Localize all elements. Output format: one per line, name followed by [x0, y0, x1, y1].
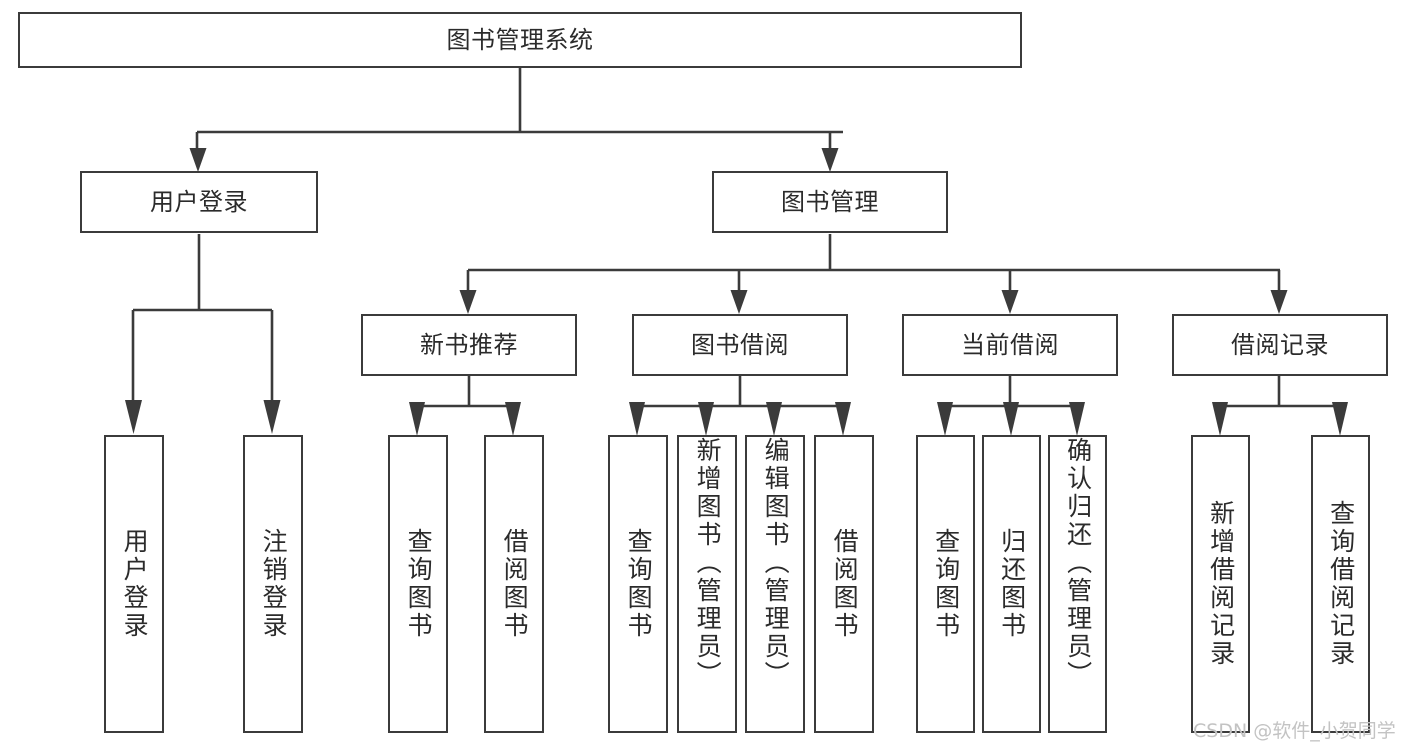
leaf-bb-add-book[interactable]: 新增图书（管理员） — [677, 435, 737, 733]
arrow-new-book — [459, 290, 477, 314]
arrowheads-group — [125, 148, 1348, 436]
arrow-br-leaf1 — [1212, 402, 1228, 436]
node-book-borrow[interactable]: 图书借阅 — [632, 314, 848, 376]
leaf-logout[interactable]: 注销登录 — [243, 435, 303, 733]
leaf-cb-query-book-label: 查询图书 — [931, 528, 961, 640]
csdn-watermark: CSDN @软件_小贺同学 — [1193, 720, 1396, 742]
leaf-bb-edit-book-label: 编辑图书（管理员） — [761, 437, 791, 689]
node-borrow-record[interactable]: 借阅记录 — [1172, 314, 1388, 376]
arrow-bb-leaf3 — [766, 402, 782, 436]
leaf-br-query-record-label: 查询借阅记录 — [1326, 500, 1356, 668]
node-new-book-recommend-label: 新书推荐 — [420, 330, 518, 359]
leaf-nb-query-book[interactable]: 查询图书 — [388, 435, 448, 733]
leaf-br-add-record[interactable]: 新增借阅记录 — [1191, 435, 1250, 733]
arrow-nb-leaf2 — [505, 402, 521, 436]
leaf-logout-label: 注销登录 — [259, 528, 289, 640]
node-current-borrow[interactable]: 当前借阅 — [902, 314, 1118, 376]
arrow-cb-leaf2 — [1003, 402, 1019, 436]
node-book-management[interactable]: 图书管理 — [712, 171, 948, 233]
leaf-br-add-record-label: 新增借阅记录 — [1206, 500, 1236, 668]
leaf-cb-confirm-return[interactable]: 确认归还（管理员） — [1048, 435, 1107, 733]
arrow-book-manage — [821, 148, 839, 172]
leaf-br-query-record[interactable]: 查询借阅记录 — [1311, 435, 1370, 733]
node-book-management-label: 图书管理 — [781, 187, 879, 216]
node-borrow-record-label: 借阅记录 — [1231, 330, 1329, 359]
arrow-bb-leaf4 — [835, 402, 851, 436]
leaf-bb-add-book-label: 新增图书（管理员） — [693, 437, 723, 689]
leaf-nb-borrow-book-label: 借阅图书 — [500, 528, 530, 640]
arrow-borrow-record — [1270, 290, 1288, 314]
leaf-user-login-label: 用户登录 — [120, 528, 150, 640]
leaf-cb-query-book[interactable]: 查询图书 — [916, 435, 975, 733]
arrow-leaf-logout — [263, 400, 281, 434]
arrow-bb-leaf2 — [698, 402, 714, 436]
node-root-system[interactable]: 图书管理系统 — [18, 12, 1022, 68]
leaf-bb-edit-book[interactable]: 编辑图书（管理员） — [745, 435, 805, 733]
node-user-login[interactable]: 用户登录 — [80, 171, 318, 233]
arrow-bb-leaf1 — [629, 402, 645, 436]
leaf-cb-confirm-return-label: 确认归还（管理员） — [1063, 437, 1093, 689]
node-root-system-label: 图书管理系统 — [446, 25, 594, 54]
leaf-cb-return-book-label: 归还图书 — [997, 528, 1027, 640]
arrow-book-borrow — [730, 290, 748, 314]
leaf-nb-query-book-label: 查询图书 — [404, 528, 434, 640]
arrow-nb-leaf1 — [409, 402, 425, 436]
arrow-leaf-user-login — [125, 400, 142, 434]
node-book-borrow-label: 图书借阅 — [691, 330, 789, 359]
arrow-current-borrow — [1001, 290, 1019, 314]
leaf-user-login[interactable]: 用户登录 — [104, 435, 164, 733]
arrow-user-login — [189, 148, 207, 172]
arrow-br-leaf2 — [1332, 402, 1348, 436]
leaf-bb-borrow-book-label: 借阅图书 — [830, 528, 860, 640]
node-current-borrow-label: 当前借阅 — [961, 330, 1059, 359]
arrow-cb-leaf1 — [937, 402, 953, 436]
arrow-cb-leaf3 — [1069, 402, 1085, 436]
node-new-book-recommend[interactable]: 新书推荐 — [361, 314, 577, 376]
leaf-cb-return-book[interactable]: 归还图书 — [982, 435, 1041, 733]
node-user-login-label: 用户登录 — [150, 187, 248, 216]
leaf-nb-borrow-book[interactable]: 借阅图书 — [484, 435, 544, 733]
leaf-bb-query-book-label: 查询图书 — [624, 528, 654, 640]
leaf-bb-query-book[interactable]: 查询图书 — [608, 435, 668, 733]
leaf-bb-borrow-book[interactable]: 借阅图书 — [814, 435, 874, 733]
